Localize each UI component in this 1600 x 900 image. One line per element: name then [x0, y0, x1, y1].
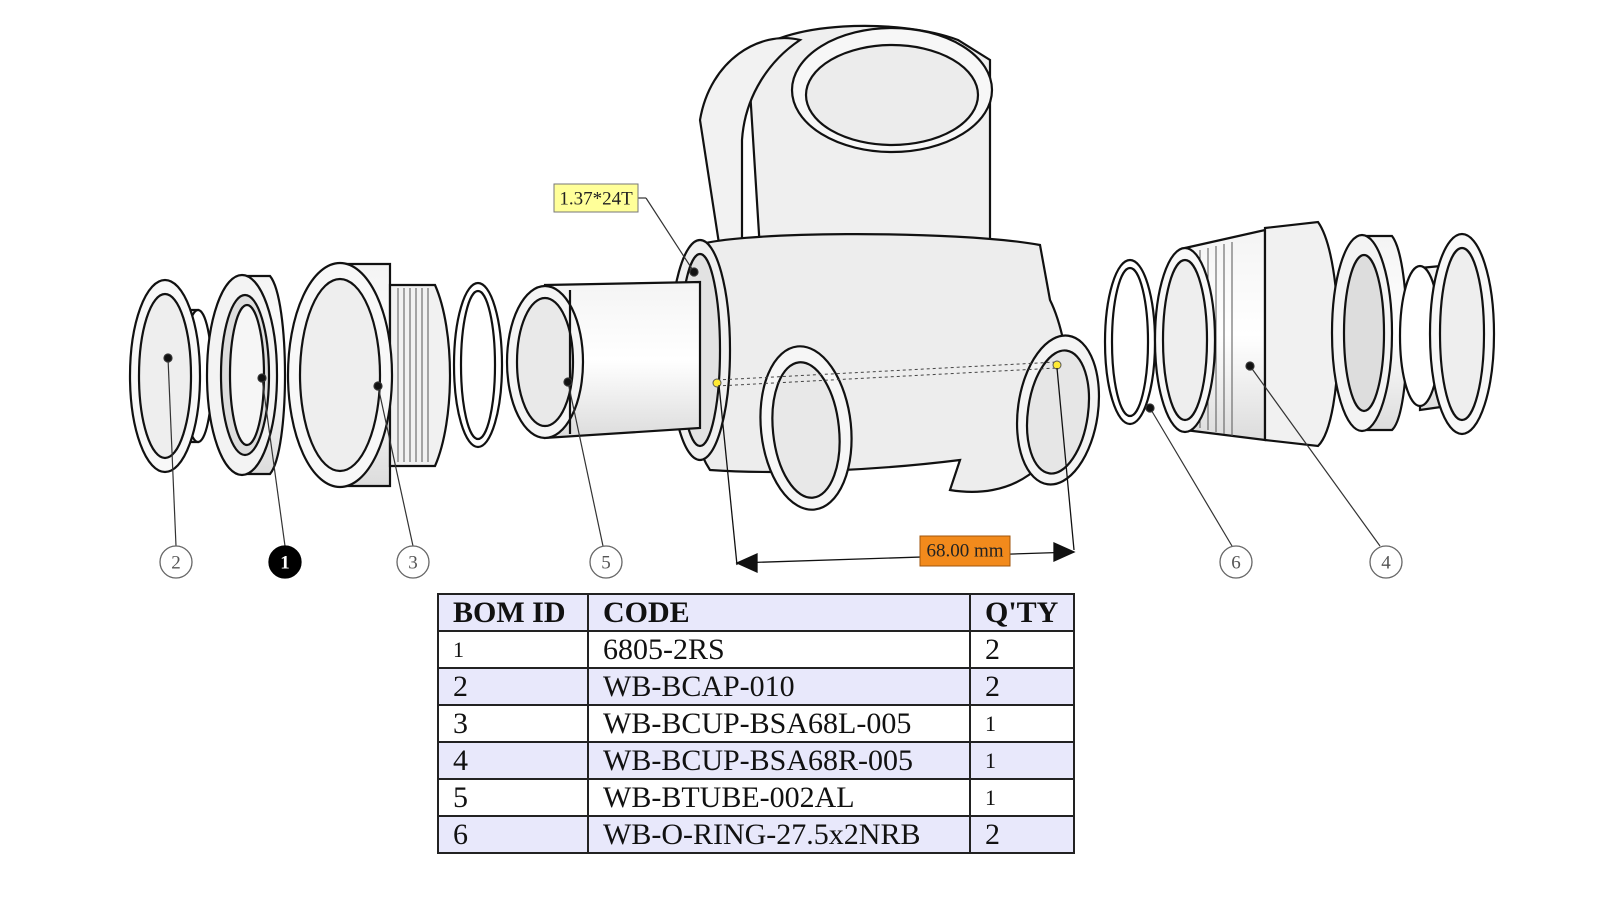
balloon-2: 2: [159, 545, 193, 579]
leader-lines: [163, 197, 1381, 547]
bearing-cap-right: [1398, 232, 1496, 436]
balloon-4-label: 4: [1381, 553, 1391, 574]
bearing-cup-left: [286, 261, 452, 489]
bb-tube-part: [505, 280, 702, 440]
cell-code: WB-BCAP-010: [587, 667, 971, 706]
cell-qty: 1: [969, 741, 1075, 780]
cell-code: WB-BTUBE-002AL: [587, 778, 971, 817]
thread-callout-text: 1.37*24T: [559, 189, 633, 210]
balloon-1: 1: [268, 545, 302, 579]
balloon-5-label: 5: [601, 553, 611, 574]
cell-qty: 2: [969, 667, 1075, 706]
width-dimension: [718, 367, 1076, 574]
cell-bom-id: 5: [437, 778, 589, 817]
table-row: 1 6805-2RS 2: [437, 630, 1075, 669]
cell-qty: 2: [969, 630, 1075, 669]
dimension-text: 68.00 mm: [926, 541, 1003, 562]
header-bom-id: BOM ID: [437, 593, 589, 632]
balloon-2-label: 2: [171, 553, 181, 574]
cell-code: WB-BCUP-BSA68L-005: [587, 704, 971, 743]
table-row: 6 WB-O-RING-27.5x2NRB 2: [437, 815, 1075, 854]
cell-code: WB-O-RING-27.5x2NRB: [587, 815, 971, 854]
header-code: CODE: [587, 593, 971, 632]
bearing-cup-right: [1153, 220, 1340, 448]
cell-code: WB-BCUP-BSA68R-005: [587, 741, 971, 780]
bearing-cap-left: [128, 278, 214, 474]
balloon-4: 4: [1369, 545, 1403, 579]
header-qty: Q'TY: [969, 593, 1075, 632]
table-row: 4 WB-BCUP-BSA68R-005 1: [437, 741, 1075, 780]
o-ring-right: [1103, 258, 1157, 426]
cell-qty: 1: [969, 704, 1075, 743]
table-row: 3 WB-BCUP-BSA68L-005 1: [437, 704, 1075, 743]
cell-bom-id: 4: [437, 741, 589, 780]
balloon-1-label: 1: [280, 553, 290, 574]
table-row: 5 WB-BTUBE-002AL 1: [437, 778, 1075, 817]
balloon-6-label: 6: [1231, 553, 1241, 574]
bom-table: BOM ID CODE Q'TY 1 6805-2RS 2 2 WB-BCAP-…: [437, 593, 1075, 854]
bottom-bracket-shell: [668, 24, 1101, 511]
table-row: 2 WB-BCAP-010 2: [437, 667, 1075, 706]
bearing-right: [1330, 233, 1409, 433]
cell-code: 6805-2RS: [587, 630, 971, 669]
cell-qty: 1: [969, 778, 1075, 817]
bearing-left: [205, 273, 287, 477]
cell-qty: 2: [969, 815, 1075, 854]
balloon-3: 3: [396, 545, 430, 579]
dimension-label: 68.00 mm: [919, 535, 1011, 567]
bom-header-row: BOM ID CODE Q'TY: [437, 593, 1075, 632]
balloon-6: 6: [1219, 545, 1253, 579]
cell-bom-id: 6: [437, 815, 589, 854]
cell-bom-id: 1: [437, 630, 589, 669]
thread-callout: 1.37*24T: [553, 183, 639, 213]
o-ring-left: [452, 281, 504, 449]
cell-bom-id: 2: [437, 667, 589, 706]
cell-bom-id: 3: [437, 704, 589, 743]
balloon-5: 5: [589, 545, 623, 579]
balloon-3-label: 3: [408, 553, 418, 574]
